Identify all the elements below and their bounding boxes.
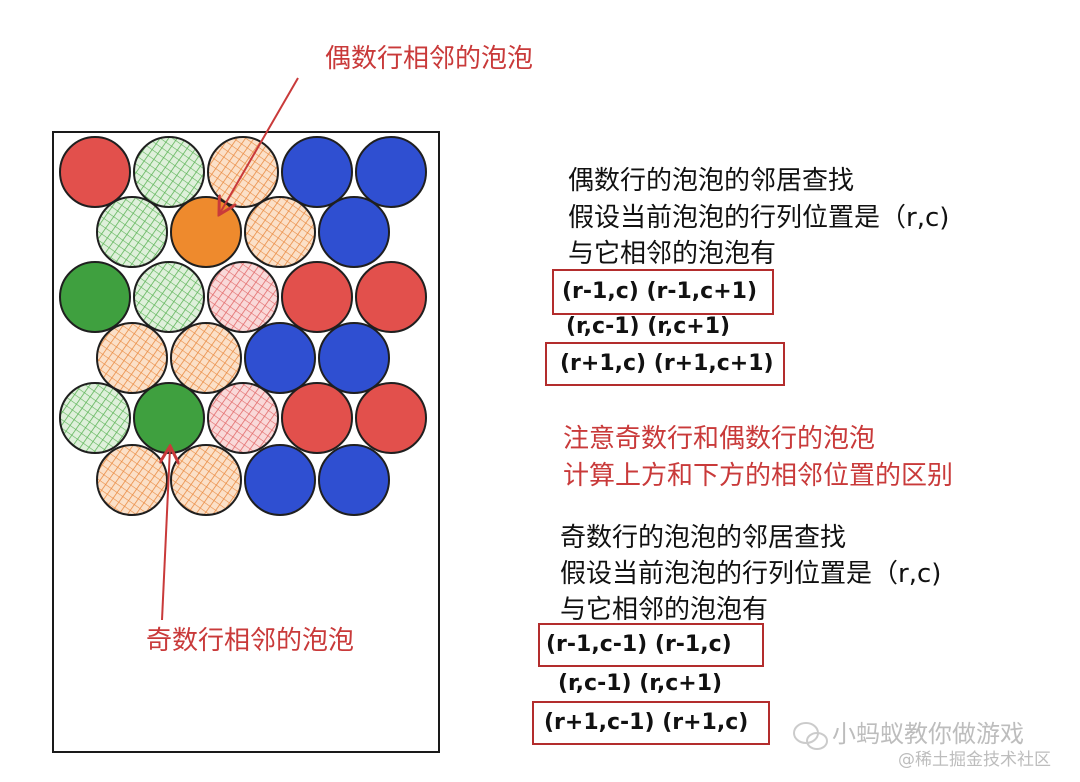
bubble-light-green [133,261,205,333]
odd-upper-box [538,623,764,667]
even-row-annotation: 偶数行相邻的泡泡 [325,44,534,74]
even-same-row-neighbors: (r,c-1) (r,c+1) [566,314,731,339]
note-line-2: 计算上方和下方的相邻位置的区别 [563,461,954,491]
watermark-main: 小蚂蚁教你做游戏 [832,720,1024,748]
bubble-light-orange [96,322,168,394]
even-arrow [220,77,299,213]
bubble-blue [244,444,316,516]
odd-arrow [162,448,170,621]
bubble-light-orange [96,444,168,516]
bubble-grid [59,136,427,516]
bubble-light-orange [244,196,316,268]
bubble-light-orange [170,444,242,516]
bubble-blue [244,322,316,394]
bubble-blue [318,322,390,394]
bubble-light-orange [170,322,242,394]
watermark-sub: @稀土掘金技术社区 [898,750,1051,770]
bubble-blue [318,444,390,516]
odd-neighbors-label: 与它相邻的泡泡有 [560,595,769,625]
even-lower-box [545,342,785,386]
bubble-red [281,261,353,333]
odd-position: 假设当前泡泡的行列位置是（r,c) [560,559,942,589]
bubble-light-red [207,261,279,333]
bubble-light-green [96,196,168,268]
note-line-1: 注意奇数行和偶数行的泡泡 [563,424,876,454]
bubble-red [59,136,131,208]
bubble-blue [318,196,390,268]
odd-heading: 奇数行的泡泡的邻居查找 [560,523,847,553]
even-upper-box [552,269,774,315]
bubble-green [59,261,131,333]
bubble-light-green [133,136,205,208]
bubble-green [133,382,205,454]
odd-upper-neighbors: (r-1,c-1) (r-1,c) [546,632,732,657]
even-upper-neighbors: (r-1,c) (r-1,c+1) [562,279,757,304]
odd-same-row-neighbors: (r,c-1) (r,c+1) [558,671,723,696]
bubble-red [355,382,427,454]
even-neighbors-label: 与它相邻的泡泡有 [568,239,777,269]
bubble-blue [281,136,353,208]
even-heading: 偶数行的泡泡的邻居查找 [568,166,855,196]
even-position: 假设当前泡泡的行列位置是（r,c) [568,203,950,233]
bubble-orange [170,196,242,268]
bubble-light-green [59,382,131,454]
board-frame [52,131,440,753]
odd-lower-box [532,701,770,745]
wechat-icon [793,722,828,750]
bubble-blue [355,136,427,208]
bubble-light-red [207,382,279,454]
odd-row-annotation: 奇数行相邻的泡泡 [146,626,355,656]
bubble-red [355,261,427,333]
even-lower-neighbors: (r+1,c) (r+1,c+1) [560,351,774,376]
bubble-red [281,382,353,454]
odd-lower-neighbors: (r+1,c-1) (r+1,c) [544,710,749,735]
